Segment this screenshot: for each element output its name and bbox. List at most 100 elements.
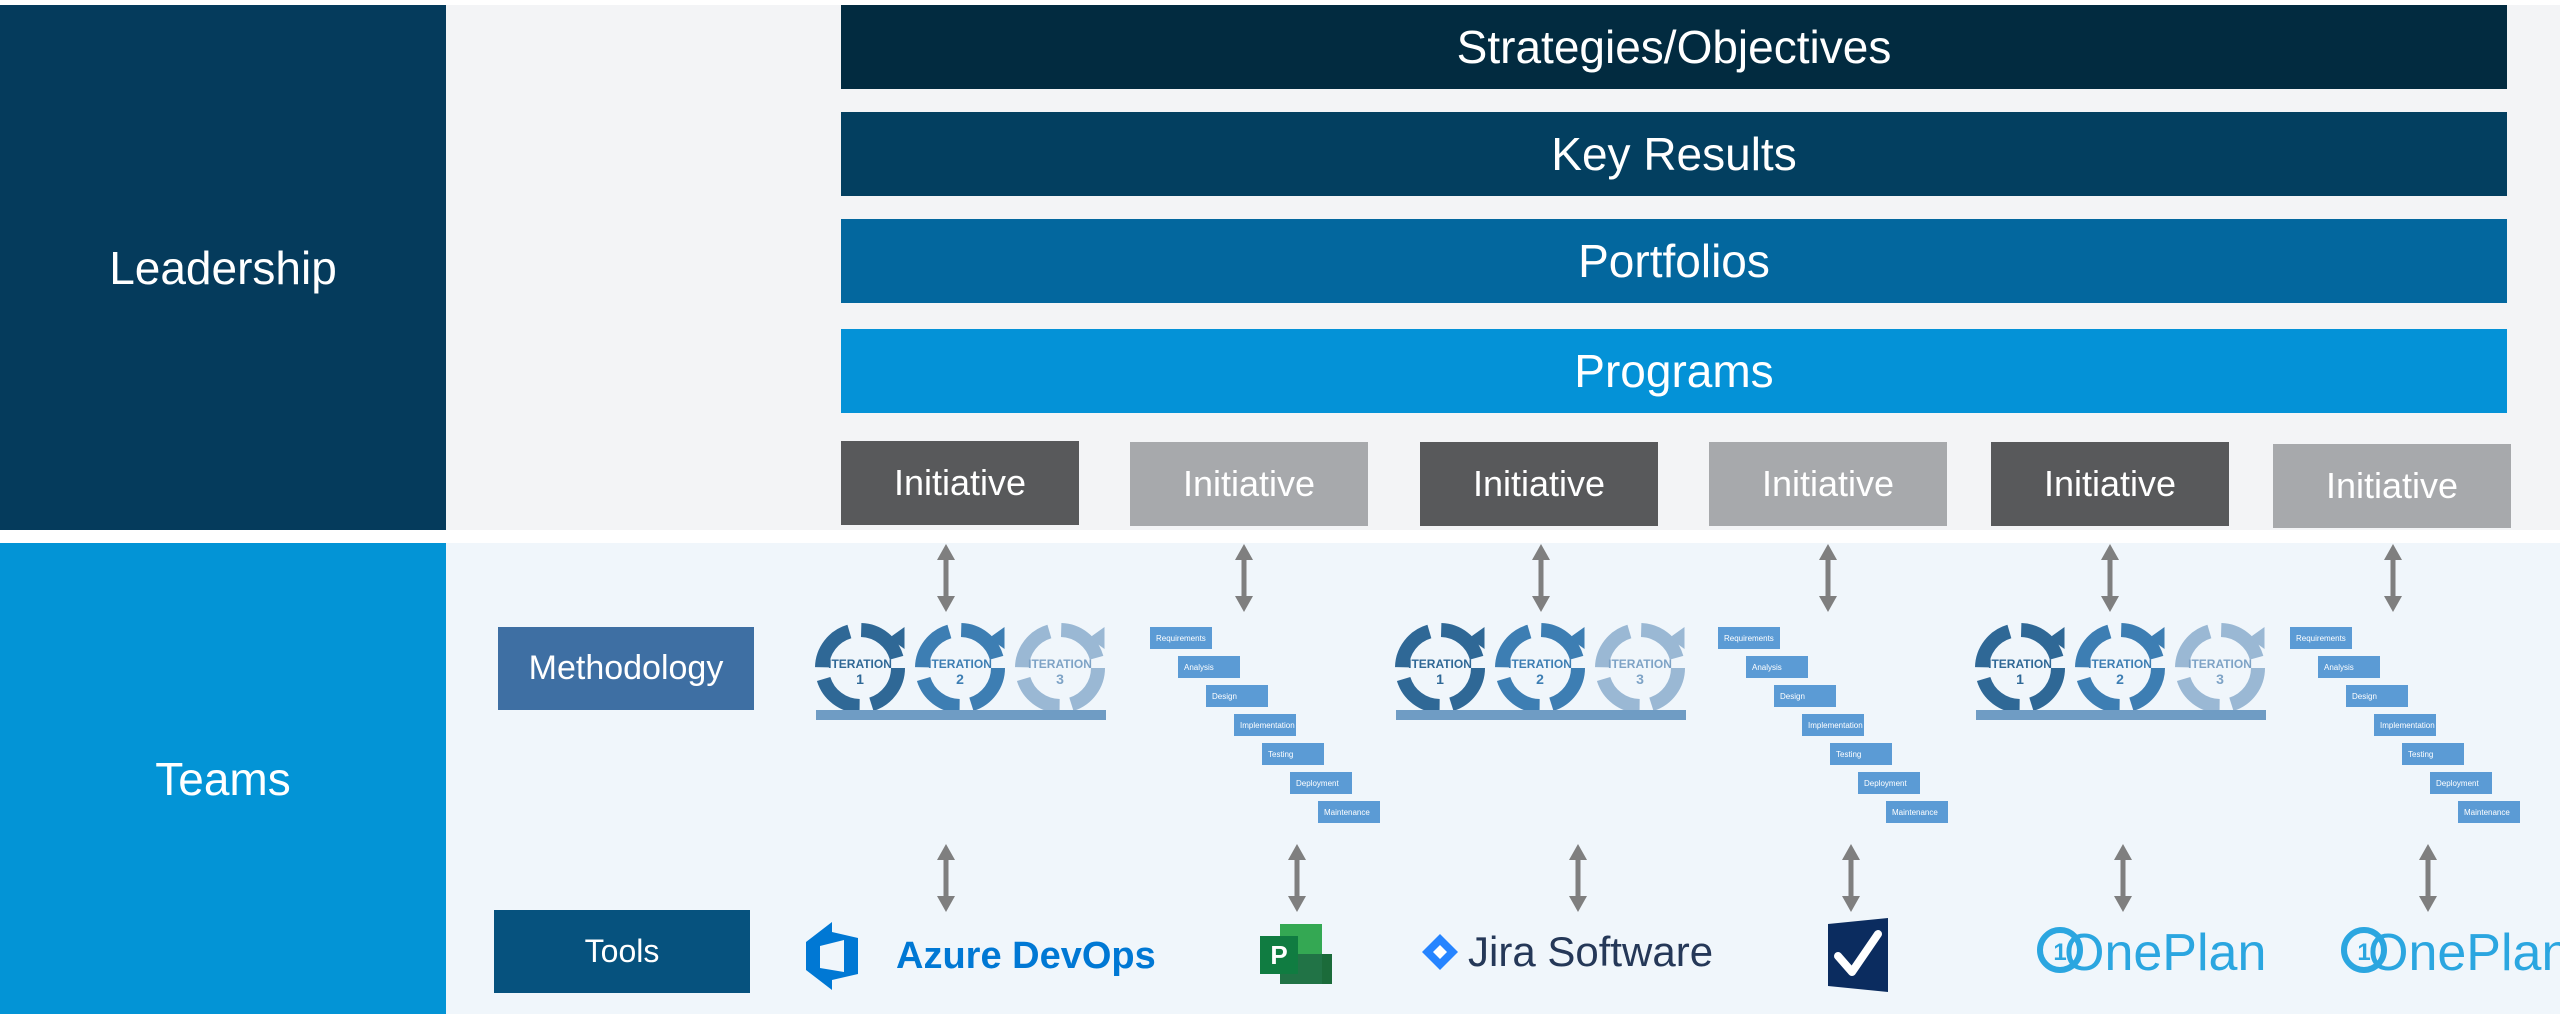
teams-background xyxy=(446,543,2560,1014)
svg-text:3: 3 xyxy=(2216,671,2224,687)
svg-text:ITERATION: ITERATION xyxy=(1988,657,2052,671)
svg-text:2: 2 xyxy=(2116,671,2124,687)
svg-text:2: 2 xyxy=(1536,671,1544,687)
svg-text:3: 3 xyxy=(1636,671,1644,687)
teams-lane: Teams xyxy=(0,543,446,1014)
jira-icon xyxy=(1422,934,1458,970)
oneplan-label: OnePlan xyxy=(2368,924,2560,982)
initiative-label: Initiative xyxy=(1761,463,1895,504)
svg-text:Maintenance: Maintenance xyxy=(2464,808,2510,817)
svg-text:2: 2 xyxy=(956,671,964,687)
tools-tag: Tools xyxy=(494,910,750,993)
oneplan-icon: 1 xyxy=(2341,927,2387,973)
svg-text:Maintenance: Maintenance xyxy=(1892,808,1938,817)
oneplan-icon: 1 xyxy=(2037,927,2083,973)
oneplan-label: OnePlan xyxy=(2064,924,2266,982)
arrow-updown-icon xyxy=(937,544,955,612)
initiative-box-3: Initiative xyxy=(1420,442,1658,526)
initiative-box-5: Initiative xyxy=(1991,442,2229,526)
arrow-updown-icon xyxy=(1288,844,1306,912)
teams-label: Teams xyxy=(155,752,291,805)
svg-text:Implementation: Implementation xyxy=(1808,721,1863,730)
svg-text:Maintenance: Maintenance xyxy=(1324,808,1370,817)
initiative-label: Initiative xyxy=(893,462,1027,503)
svg-text:1: 1 xyxy=(2357,939,2370,966)
arrow-updown-icon xyxy=(1235,544,1253,612)
svg-text:ITERATION: ITERATION xyxy=(1408,657,1472,671)
arrow-updown-icon xyxy=(2419,844,2437,912)
svg-text:Testing: Testing xyxy=(2408,750,2433,759)
iteration-cycle-icon: ITERATION 1 ITERATION 2 ITERATION 3 xyxy=(1976,628,2266,720)
svg-text:1: 1 xyxy=(2053,939,2066,966)
svg-text:ITERATION: ITERATION xyxy=(2088,657,2152,671)
svg-text:P: P xyxy=(1270,940,1287,970)
initiative-box-6: Initiative xyxy=(2273,444,2511,528)
initiative-label: Initiative xyxy=(2325,465,2459,506)
initiative-box-2: Initiative xyxy=(1130,442,1368,526)
svg-text:Analysis: Analysis xyxy=(1184,663,1214,672)
initiative-box-4: Initiative xyxy=(1709,442,1947,526)
svg-text:Implementation: Implementation xyxy=(1240,721,1295,730)
svg-text:1: 1 xyxy=(1436,671,1444,687)
svg-text:Design: Design xyxy=(1212,692,1237,701)
tools-label: Tools xyxy=(584,933,660,969)
initiative-box-1: Initiative xyxy=(841,441,1079,525)
svg-text:Analysis: Analysis xyxy=(2324,663,2354,672)
iteration-cycle-icon: ITERATION 1 ITERATION 2 ITERATION 3 xyxy=(1396,628,1686,720)
smartsheet-icon xyxy=(1828,918,1888,992)
svg-text:ITERATION: ITERATION xyxy=(2188,657,2252,671)
svg-text:Design: Design xyxy=(1780,692,1805,701)
svg-text:ITERATION: ITERATION xyxy=(1508,657,1572,671)
ms-project-icon: P xyxy=(1260,924,1332,984)
arrow-updown-icon xyxy=(1569,844,1587,912)
svg-text:ITERATION: ITERATION xyxy=(1608,657,1672,671)
programs-bar: Programs xyxy=(841,329,2507,413)
strategies-objectives-bar: Strategies/Objectives xyxy=(841,5,2507,89)
azure-devops-icon xyxy=(806,922,858,990)
svg-text:ITERATION: ITERATION xyxy=(928,657,992,671)
strategies-objectives-label: Strategies/Objectives xyxy=(1456,21,1892,73)
svg-text:Requirements: Requirements xyxy=(1724,634,1774,643)
iteration-cycle-icon: ITERATION 1 ITERATION 2 ITERATION 3 xyxy=(816,628,1106,720)
leadership-label: Leadership xyxy=(109,241,337,294)
arrow-updown-icon xyxy=(1819,544,1837,612)
methodology-label: Methodology xyxy=(528,649,724,687)
jira-label: Jira Software xyxy=(1468,928,1713,975)
initiative-label: Initiative xyxy=(1472,463,1606,504)
arrow-updown-icon xyxy=(2114,844,2132,912)
arrow-updown-icon xyxy=(1532,544,1550,612)
azure-devops-label: Azure DevOps xyxy=(896,935,1156,977)
svg-text:Deployment: Deployment xyxy=(1864,779,1907,788)
svg-text:Analysis: Analysis xyxy=(1752,663,1782,672)
portfolios-label: Portfolios xyxy=(1578,235,1770,287)
arrow-updown-icon xyxy=(937,844,955,912)
svg-text:Requirements: Requirements xyxy=(1156,634,1206,643)
initiative-label: Initiative xyxy=(2043,463,2177,504)
svg-text:Design: Design xyxy=(2352,692,2377,701)
portfolios-bar: Portfolios xyxy=(841,219,2507,303)
key-results-bar: Key Results xyxy=(841,112,2507,196)
svg-text:Requirements: Requirements xyxy=(2296,634,2346,643)
svg-text:ITERATION: ITERATION xyxy=(828,657,892,671)
initiative-label: Initiative xyxy=(1182,463,1316,504)
svg-text:ITERATION: ITERATION xyxy=(1028,657,1092,671)
svg-text:1: 1 xyxy=(2016,671,2024,687)
svg-text:Testing: Testing xyxy=(1836,750,1861,759)
svg-text:Deployment: Deployment xyxy=(1296,779,1339,788)
svg-text:Implementation: Implementation xyxy=(2380,721,2435,730)
arrow-updown-icon xyxy=(2101,544,2119,612)
svg-text:1: 1 xyxy=(856,671,864,687)
programs-label: Programs xyxy=(1574,345,1774,397)
svg-text:Deployment: Deployment xyxy=(2436,779,2479,788)
svg-text:3: 3 xyxy=(1056,671,1064,687)
svg-text:Testing: Testing xyxy=(1268,750,1293,759)
key-results-label: Key Results xyxy=(1551,128,1797,180)
leadership-lane: Leadership xyxy=(0,5,446,530)
methodology-tag: Methodology xyxy=(498,627,754,710)
arrow-updown-icon xyxy=(1842,844,1860,912)
arrow-updown-icon xyxy=(2384,544,2402,612)
